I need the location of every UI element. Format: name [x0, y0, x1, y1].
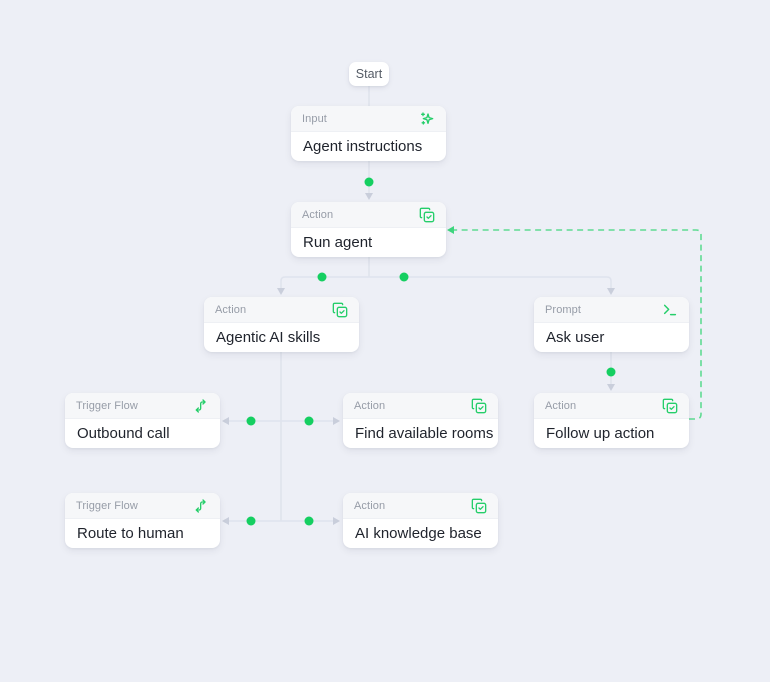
node-title: Follow up action — [546, 425, 655, 442]
node-agentic-ai-skills[interactable]: Action Agentic AI skills — [204, 297, 359, 352]
node-type-label: Action — [302, 208, 334, 221]
copy-check-icon — [662, 398, 678, 414]
node-type-label: Trigger Flow — [76, 499, 138, 512]
terminal-icon — [662, 302, 678, 318]
node-title: Agentic AI skills — [216, 329, 321, 346]
arrowhead-right-icon — [333, 417, 340, 425]
node-route-to-human[interactable]: Trigger Flow Route to human — [65, 493, 220, 548]
edge-arrowheads — [222, 193, 615, 525]
node-title: AI knowledge base — [355, 525, 482, 542]
node-header: Action — [204, 297, 359, 323]
node-run-agent[interactable]: Action Run agent — [291, 202, 446, 257]
flow-dot — [304, 516, 314, 526]
edge-followup-run-agent-dashed — [453, 229, 702, 420]
flow-dot — [304, 416, 314, 426]
node-type-label: Action — [354, 499, 386, 512]
node-header: Action — [291, 202, 446, 228]
sparkles-icon — [419, 111, 435, 127]
node-type-label: Trigger Flow — [76, 399, 138, 412]
arrowhead-down-icon — [277, 288, 285, 295]
node-header: Action — [534, 393, 689, 419]
flow-dot — [606, 367, 616, 377]
step-arrow-icon — [193, 498, 209, 514]
copy-check-icon — [419, 207, 435, 223]
node-header: Action — [343, 393, 498, 419]
node-title: Run agent — [303, 234, 373, 251]
node-header: Trigger Flow — [65, 493, 220, 519]
node-type-label: Action — [354, 399, 386, 412]
solid-edges — [227, 86, 612, 522]
node-header: Action — [343, 493, 498, 519]
node-find-available-rooms[interactable]: Action Find available rooms — [343, 393, 498, 448]
node-title: Ask user — [546, 329, 605, 346]
flow-dot — [317, 272, 327, 282]
arrowhead-left-icon — [222, 517, 229, 525]
loopback-edge — [447, 226, 702, 420]
node-type-label: Input — [302, 112, 327, 125]
copy-check-icon — [471, 398, 487, 414]
edge-run-agent-branch — [280, 276, 612, 292]
node-title: Agent instructions — [303, 138, 423, 155]
copy-check-icon — [332, 302, 348, 318]
node-agent-instructions[interactable]: Input Agent instructions — [291, 106, 446, 161]
node-header: Trigger Flow — [65, 393, 220, 419]
arrowhead-right-icon — [333, 517, 340, 525]
arrowhead-down-icon — [607, 288, 615, 295]
start-node[interactable]: Start — [349, 62, 389, 86]
flow-dots — [246, 177, 616, 526]
flow-dot — [364, 177, 374, 187]
copy-check-icon — [471, 498, 487, 514]
flow-dot — [246, 516, 256, 526]
node-type-label: Prompt — [545, 303, 582, 316]
node-outbound-call[interactable]: Trigger Flow Outbound call — [65, 393, 220, 448]
node-type-label: Action — [545, 399, 577, 412]
node-title: Find available rooms — [355, 425, 494, 442]
step-arrow-icon — [193, 398, 209, 414]
flow-dot — [399, 272, 409, 282]
node-header: Input — [291, 106, 446, 132]
node-title: Route to human — [77, 525, 184, 542]
node-ai-knowledge-base[interactable]: Action AI knowledge base — [343, 493, 498, 548]
node-type-label: Action — [215, 303, 247, 316]
node-header: Prompt — [534, 297, 689, 323]
node-follow-up-action[interactable]: Action Follow up action — [534, 393, 689, 448]
arrowhead-left-green-icon — [447, 226, 454, 234]
node-title: Outbound call — [77, 425, 170, 442]
node-ask-user[interactable]: Prompt Ask user — [534, 297, 689, 352]
flow-dot — [246, 416, 256, 426]
arrowhead-down-icon — [607, 384, 615, 391]
arrowhead-left-icon — [222, 417, 229, 425]
arrowhead-down-icon — [365, 193, 373, 200]
